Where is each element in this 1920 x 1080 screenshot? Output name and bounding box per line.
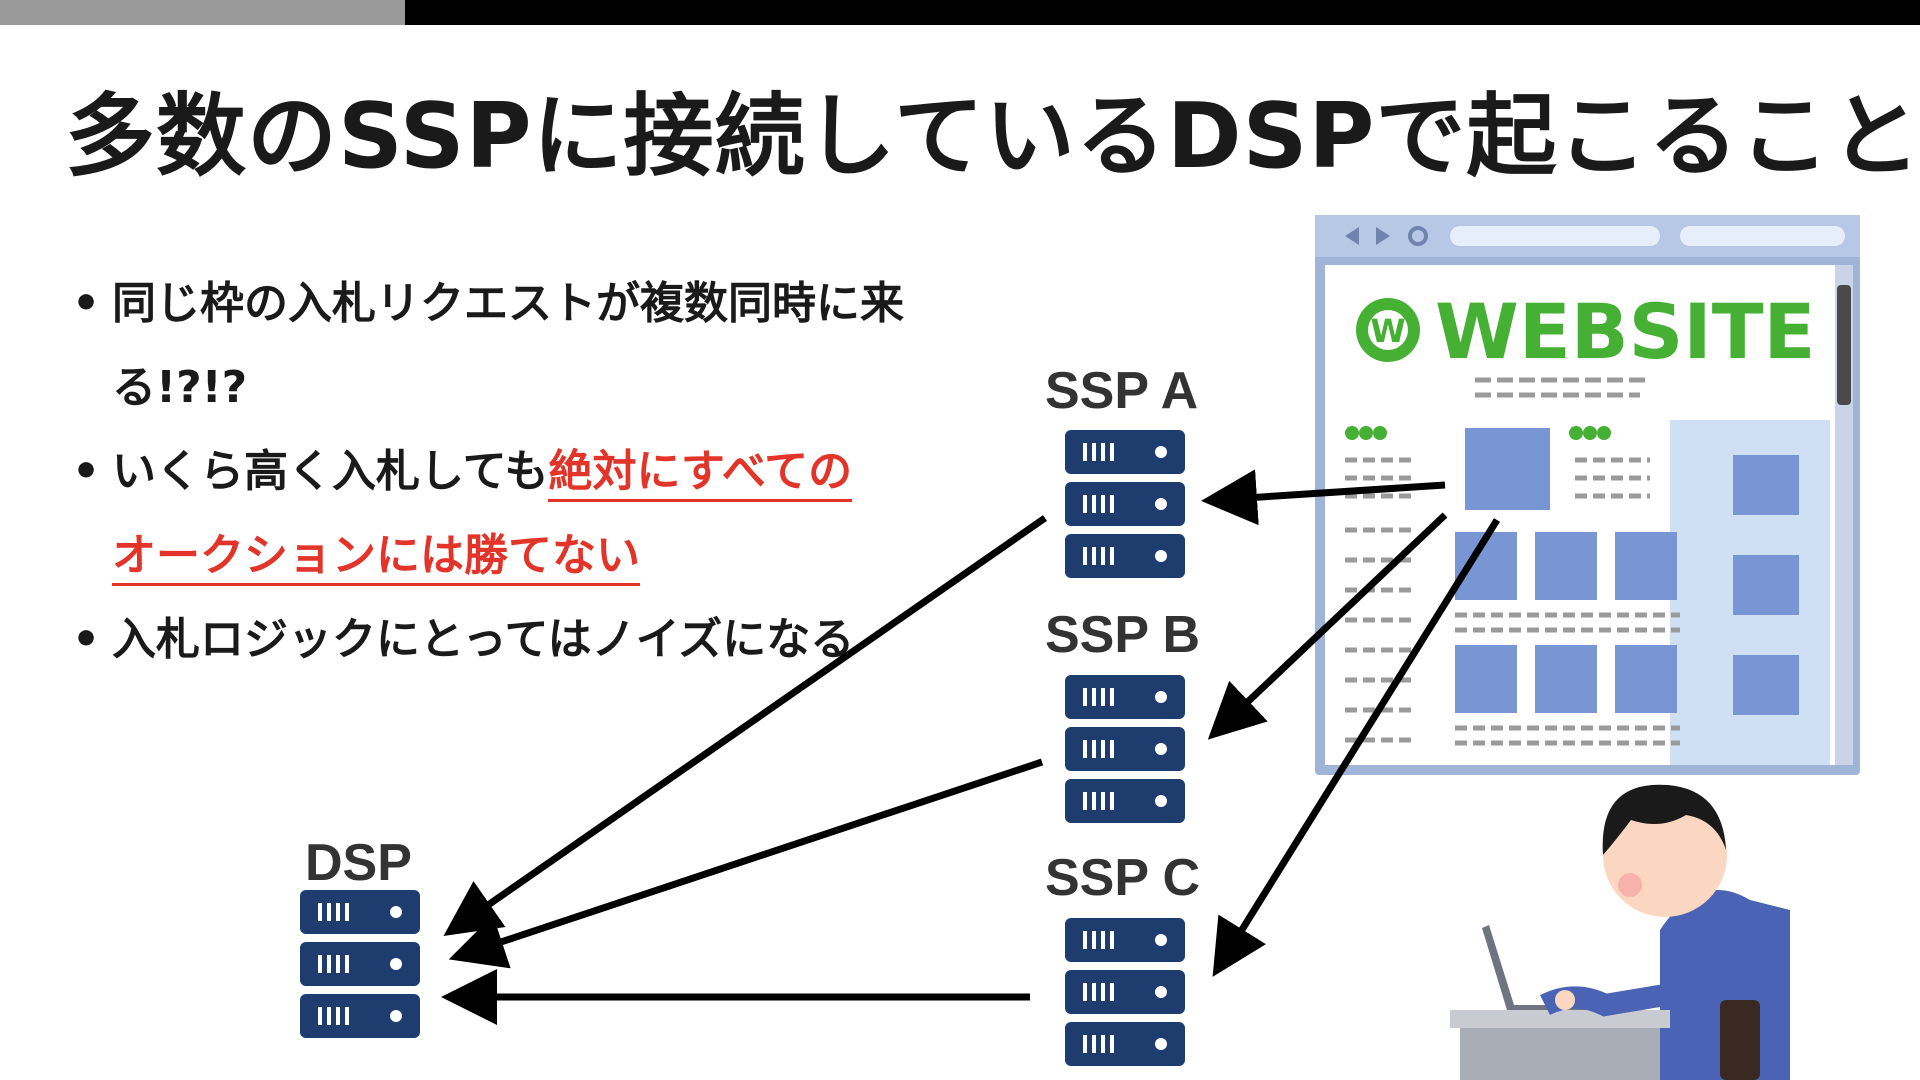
reload-icon [1408, 226, 1428, 246]
ssp-a-server-icon [1065, 430, 1185, 578]
bullet-text-3: 入札ロジックにとってはノイズになる [112, 614, 855, 665]
arrow-website-to-ssp-b [1207, 512, 1448, 740]
website-logo-icon: W [1356, 298, 1420, 362]
scrollbar-thumb [1837, 285, 1851, 405]
ssp-a-label: SSP A [1045, 362, 1198, 420]
website-name: WEBSITE [1435, 287, 1815, 376]
ssp-c-server-icon [1065, 918, 1185, 1066]
bullet-text-2-plain: いくら高く入札しても [112, 446, 549, 497]
ad-slot-block [1465, 428, 1550, 510]
bullet-text-1: 同じ枠の入札リクエストが複数同時に来る!?!? [112, 278, 904, 413]
svg-text:W: W [1370, 312, 1405, 350]
ssp-b-label: SSP B [1045, 606, 1200, 664]
dsp-label: DSP [305, 834, 412, 892]
arrow-website-to-ssp-c [1212, 518, 1500, 977]
bullet-text-2-emphasis-2: オークションには勝てない [112, 530, 640, 586]
website-browser-window: W WEBSITE [1315, 215, 1860, 775]
address-bar [1450, 226, 1660, 246]
bullet-item-1: 同じ枠の入札リクエストが複数同時に来る!?!? [70, 262, 970, 430]
top-bar-accent-gray [0, 0, 405, 25]
arrow-website-to-ssp-a [1201, 469, 1446, 526]
bullet-list: 同じ枠の入札リクエストが複数同時に来る!?!? いくら高く入札しても絶対にすべて… [70, 262, 970, 682]
bullet-text-2-emphasis-1: 絶対にすべての [548, 446, 853, 502]
page-title: 多数のSSPに接続しているDSPで起こること [65, 84, 1920, 189]
bullet-item-3: 入札ロジックにとってはノイズになる [70, 598, 970, 682]
dsp-server-icon [300, 890, 420, 1038]
arrow-ssp-a-to-dsp [443, 515, 1047, 936]
top-bar-accent-black [405, 0, 1920, 25]
forward-arrow-icon [1376, 227, 1390, 245]
person-at-laptop-icon [1450, 784, 1790, 1080]
arrow-ssp-b-to-dsp [448, 758, 1044, 969]
back-arrow-icon [1345, 227, 1359, 245]
ssp-b-server-icon [1065, 675, 1185, 823]
ssp-c-label: SSP C [1045, 849, 1200, 907]
bullet-item-2: いくら高く入札しても絶対にすべての オークションには勝てない [70, 430, 970, 598]
search-bar [1680, 226, 1845, 246]
